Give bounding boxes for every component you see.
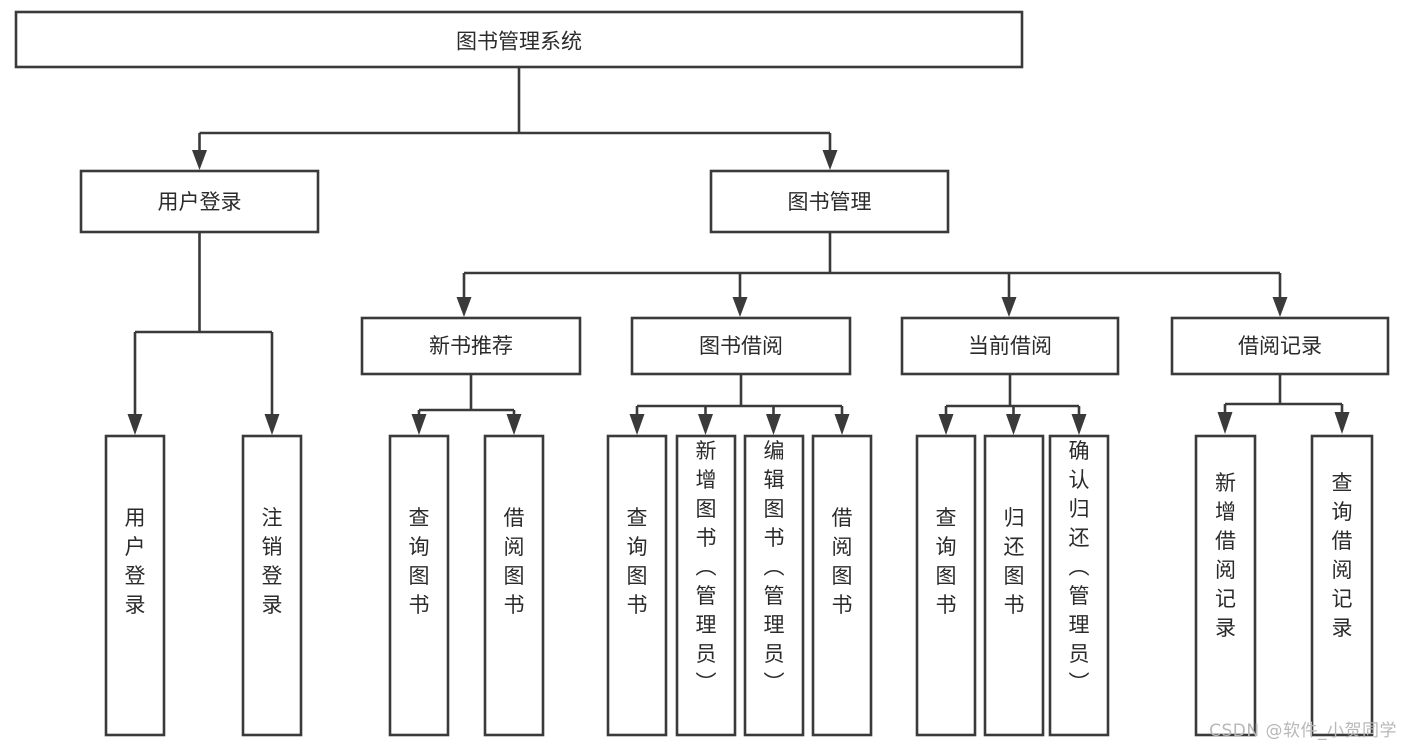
node-box-borrow-edit-book[interactable] (743, 434, 805, 737)
node-label-user-login: 用户登录 (158, 190, 242, 214)
node-box-book-management[interactable] (709, 169, 950, 234)
node-label-current-borrow: 当前借阅 (968, 334, 1052, 358)
arrow-bm-to-borrow-record (1272, 297, 1288, 317)
node-leaf-user-login-do[interactable]: 用户登录 (104, 434, 166, 737)
node-leaf-record-add[interactable]: 新增借阅记录 (1194, 434, 1257, 737)
node-label-new-book-recommend: 新书推荐 (429, 334, 513, 358)
arrow-bm-to-book-borrow (732, 297, 748, 317)
node-label-current-query-book: 查询图书 (936, 506, 957, 617)
arrow-user-login-to-login (127, 414, 143, 435)
arrow-current-to-query-book (938, 414, 954, 435)
node-label-borrow-query-book: 查询图书 (627, 506, 648, 617)
node-leaf-current-confirm-return[interactable]: 确认归还︵管理员︶ (1048, 434, 1110, 737)
arrow-recommend-to-query-book (411, 414, 427, 435)
arrow-recommend-to-borrow-book (506, 414, 522, 435)
node-box-borrow-borrow-book[interactable] (811, 434, 873, 737)
node-leaf-recommend-query-book[interactable]: 查询图书 (388, 434, 450, 737)
node-label-record-add: 新增借阅记录 (1215, 471, 1236, 640)
node-leaf-borrow-query-book[interactable]: 查询图书 (606, 434, 668, 737)
node-box-current-confirm-return[interactable] (1048, 434, 1110, 737)
node-box-new-book-recommend[interactable] (360, 316, 582, 376)
node-label-record-query: 查询借阅记录 (1332, 471, 1353, 640)
node-borrow-record[interactable]: 借阅记录 (1170, 316, 1390, 376)
node-box-current-borrow[interactable] (900, 316, 1120, 376)
node-leaf-current-return-book[interactable]: 归还图书 (983, 434, 1045, 737)
node-leaf-borrow-edit-book[interactable]: 编辑图书︵管理员︶ (743, 434, 805, 737)
node-label-borrow-edit-book: 编辑图书︵管理员︶ (764, 439, 785, 695)
node-label-borrow-add-book: 新增图书︵管理员︶ (696, 439, 717, 695)
node-label-user-logout: 注销登录 (262, 506, 283, 617)
arrow-bm-to-new-book-recommend (456, 297, 472, 317)
node-box-recommend-borrow-book[interactable] (483, 434, 545, 737)
arrow-bm-to-current-borrow (1001, 297, 1017, 317)
arrow-root-to-book-management (822, 150, 838, 170)
node-box-user-logout[interactable] (241, 434, 303, 737)
node-book-borrow[interactable]: 图书借阅 (630, 316, 852, 376)
arrow-current-to-return-book (1006, 414, 1021, 435)
node-box-borrow-record[interactable] (1170, 316, 1390, 376)
node-root-system[interactable]: 图书管理系统 (14, 10, 1024, 69)
node-box-root[interactable] (14, 10, 1024, 69)
node-box-borrow-query-book[interactable] (606, 434, 668, 737)
node-user-login[interactable]: 用户登录 (79, 169, 320, 234)
node-box-record-add[interactable] (1194, 434, 1257, 737)
node-leaf-borrow-add-book[interactable]: 新增图书︵管理员︶ (675, 434, 737, 737)
node-label-borrow-record: 借阅记录 (1238, 334, 1322, 358)
arrow-root-to-user-login (192, 150, 207, 170)
node-box-record-query[interactable] (1310, 434, 1374, 737)
node-leaf-record-query[interactable]: 查询借阅记录 (1310, 434, 1374, 737)
arrow-borrow-to-edit-book (766, 414, 781, 435)
node-label-root: 图书管理系统 (456, 30, 582, 54)
node-new-book-recommend[interactable]: 新书推荐 (360, 316, 582, 376)
arrow-user-login-to-logout (264, 414, 280, 435)
arrow-current-to-confirm-return (1071, 414, 1087, 435)
node-box-user-login-do[interactable] (104, 434, 166, 737)
node-box-current-query-book[interactable] (915, 434, 977, 737)
node-label-book-borrow: 图书借阅 (699, 334, 783, 358)
node-leaf-current-query-book[interactable]: 查询图书 (915, 434, 977, 737)
node-label-recommend-query-book: 查询图书 (409, 506, 430, 617)
node-box-recommend-query-book[interactable] (388, 434, 450, 737)
node-box-user-login[interactable] (79, 169, 320, 234)
node-label-current-confirm-return: 确认归还︵管理员︶ (1069, 439, 1090, 695)
node-label-borrow-borrow-book: 借阅图书 (832, 506, 853, 617)
node-box-current-return-book[interactable] (983, 434, 1045, 737)
arrow-borrow-to-borrow-book (834, 414, 850, 435)
node-label-current-return-book: 归还图书 (1004, 506, 1025, 617)
node-book-management[interactable]: 图书管理 (709, 169, 950, 234)
node-label-recommend-borrow-book: 借阅图书 (504, 506, 525, 617)
node-leaf-recommend-borrow-book[interactable]: 借阅图书 (483, 434, 545, 737)
node-leaf-user-logout[interactable]: 注销登录 (241, 434, 303, 737)
arrow-record-to-add-record (1217, 412, 1233, 434)
node-current-borrow[interactable]: 当前借阅 (900, 316, 1120, 376)
arrow-record-to-query-record (1334, 412, 1350, 434)
node-label-user-login-do: 用户登录 (125, 506, 146, 617)
connector-layer (127, 67, 1350, 435)
arrow-borrow-to-add-book (698, 414, 713, 435)
node-label-book-management: 图书管理 (788, 190, 872, 214)
node-box-book-borrow[interactable] (630, 316, 852, 376)
node-box-borrow-add-book[interactable] (675, 434, 737, 737)
node-leaf-borrow-borrow-book[interactable]: 借阅图书 (811, 434, 873, 737)
arrow-borrow-to-query-book (629, 414, 645, 435)
